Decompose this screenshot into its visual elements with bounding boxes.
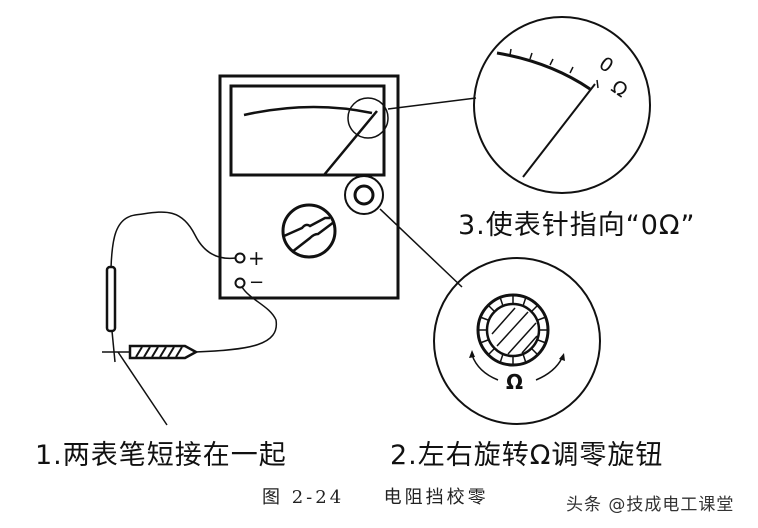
- leader-line-needle: [387, 97, 477, 110]
- arrowhead-left: [469, 350, 475, 358]
- terminal-positive: [234, 252, 246, 264]
- step-1-label: 1.两表笔短接在一起: [35, 440, 287, 471]
- knob-ohm-label: Ω: [506, 370, 524, 394]
- watermark: 头条 @技成电工课堂: [566, 495, 735, 515]
- figure-number: 图 2-24: [262, 487, 345, 508]
- figure-caption: 图 2-24 电阻挡校零: [262, 483, 489, 509]
- probe-vertical: [105, 265, 117, 333]
- probe-vertical-tip: [111, 330, 116, 363]
- leader-line-knob: [379, 208, 463, 288]
- step-2-label: 2.左右旋转Ω调零旋钮: [390, 440, 664, 471]
- range-switch: [281, 203, 337, 259]
- terminal-positive-label: +: [248, 246, 265, 270]
- lead-wire-black: [194, 286, 278, 353]
- magnify-circle-small: [347, 97, 389, 139]
- figure-title: 电阻挡校零: [383, 487, 489, 508]
- step-3-label: 3.使表针指向“0Ω”: [458, 210, 696, 241]
- rotate-arrow-right: [535, 357, 563, 381]
- needle: [323, 110, 378, 176]
- magnify-circle-needle: [473, 16, 651, 194]
- magnify-circle-knob: [433, 257, 601, 425]
- terminal-negative: [234, 277, 246, 289]
- leader-line-probes: [117, 351, 168, 426]
- knob-knurling: [478, 295, 548, 365]
- arrowhead-right: [559, 353, 565, 361]
- zero-adjust-knob-outer: [344, 175, 384, 215]
- magnified-needle: [522, 83, 596, 178]
- magnified-scale-arc: [496, 51, 591, 91]
- rotate-arrow-left: [471, 354, 499, 381]
- meter-body: [218, 74, 400, 300]
- zero-adjust-knob-inner: [353, 184, 375, 206]
- knob-hatch: [491, 307, 538, 355]
- scale-arc: [243, 105, 373, 117]
- lead-wire-red: [110, 211, 237, 269]
- probe-horizontal: [128, 344, 199, 360]
- scale-ticks: [509, 48, 599, 89]
- terminal-negative-label: −: [249, 272, 265, 293]
